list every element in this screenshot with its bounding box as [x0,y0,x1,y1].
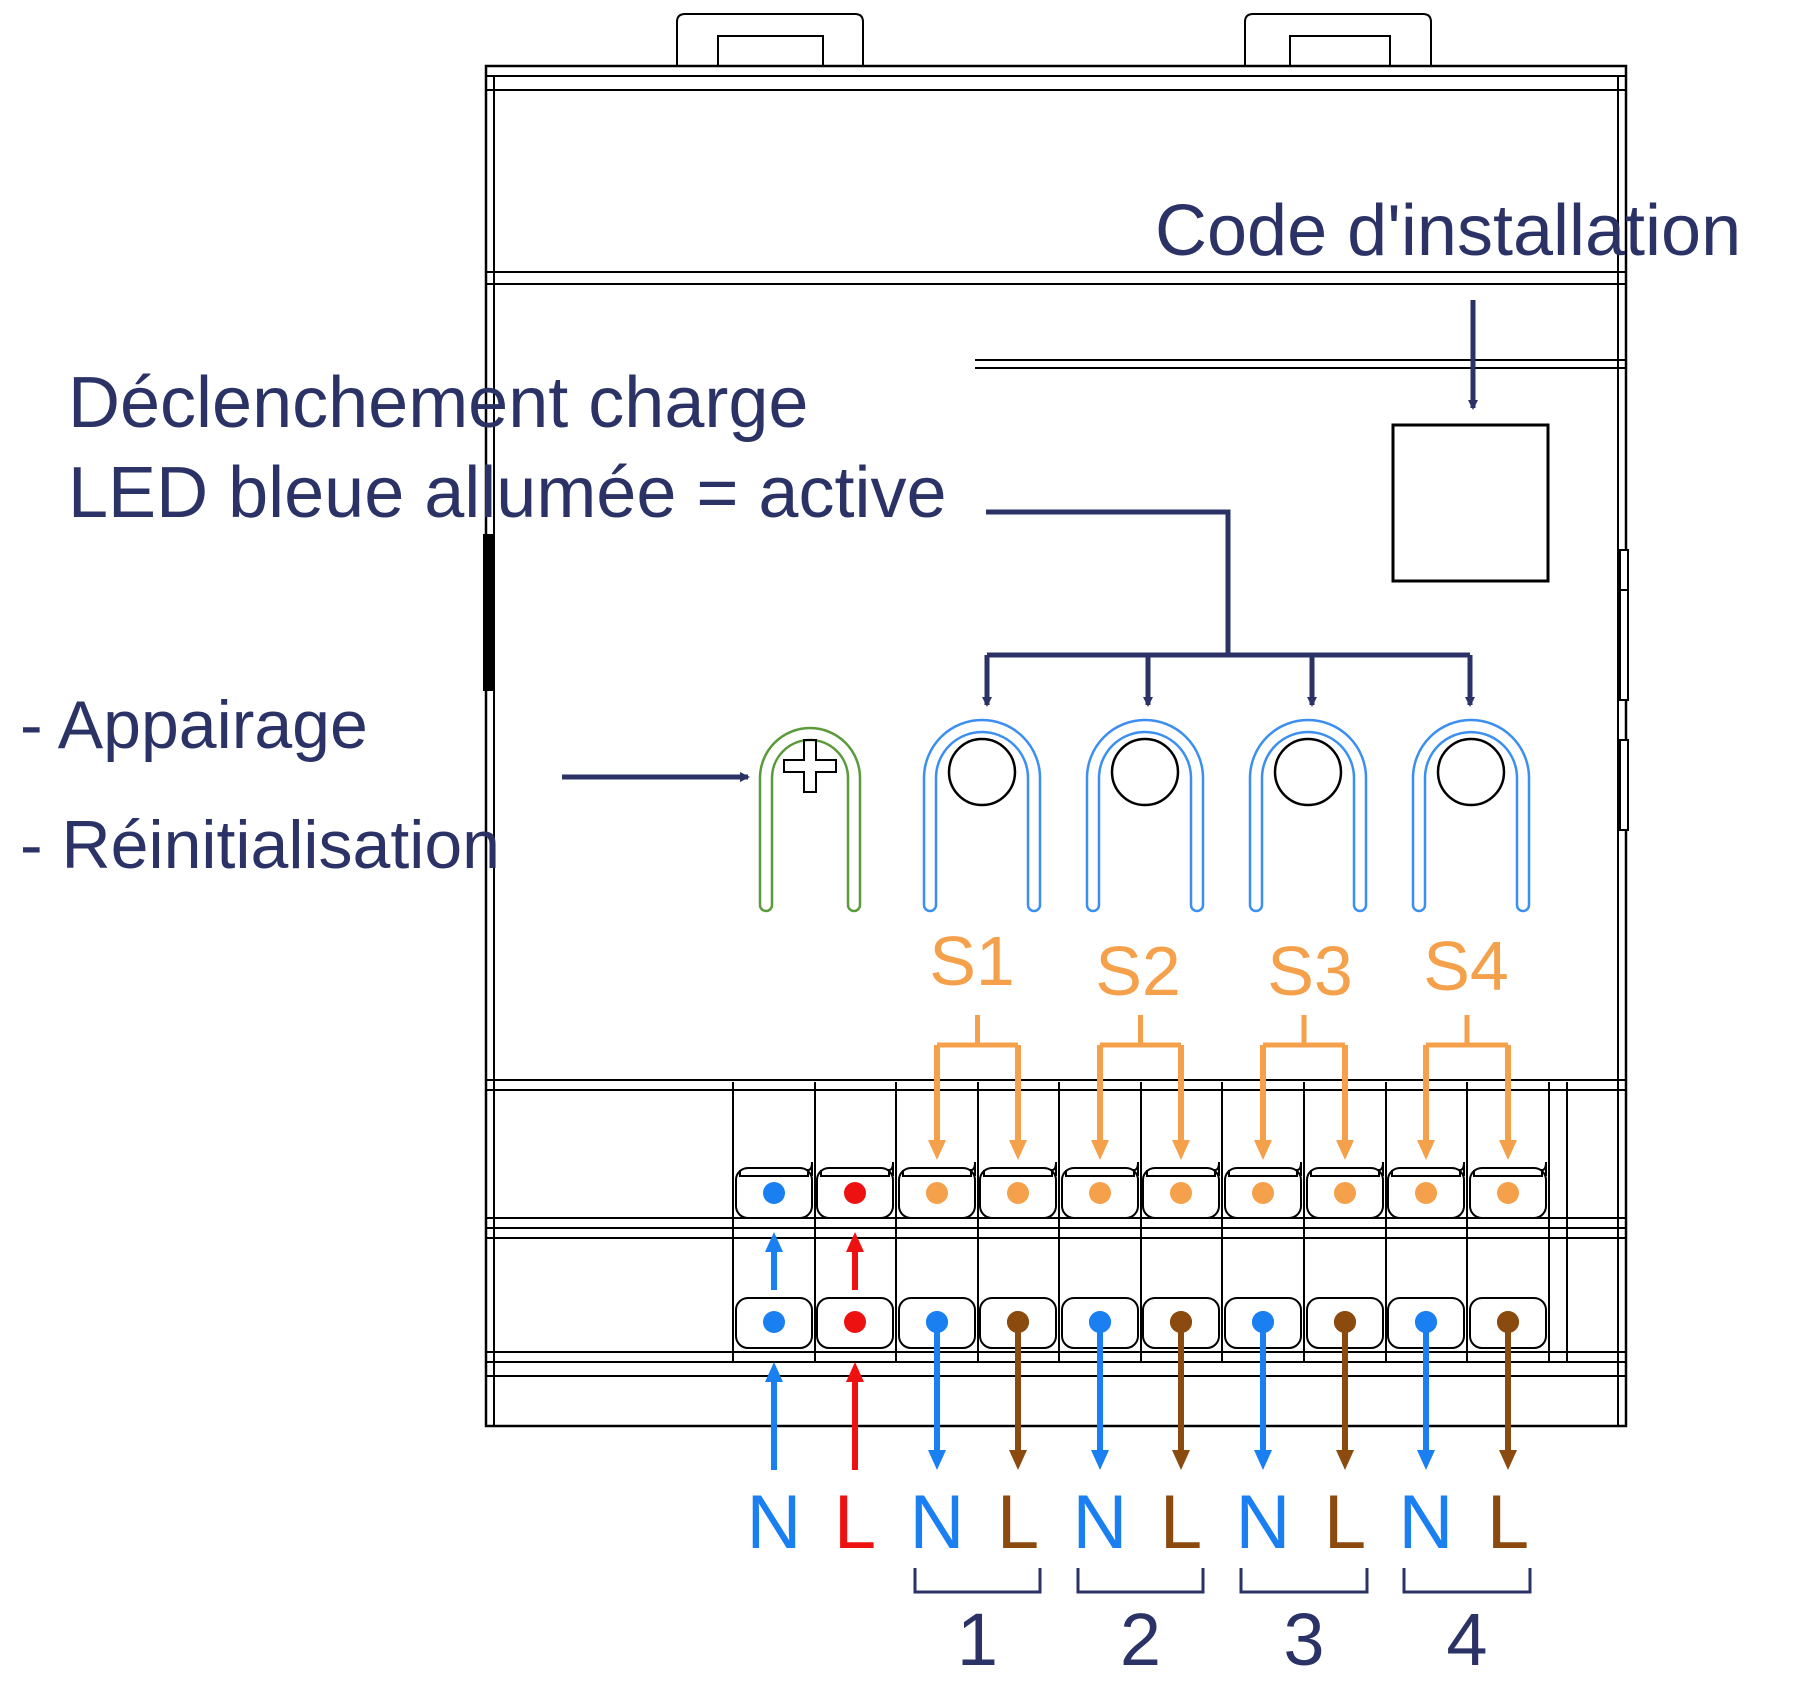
output-wiring-s2 [1100,1015,1181,1048]
terminal-dot-top [1252,1182,1274,1204]
terminal-screw-top [1469,1167,1547,1219]
trigger-leader-line [986,509,1231,655]
trigger-label-line1: Déclenchement charge [68,363,808,443]
terminal-row-top [735,1162,1547,1219]
terminal-label-n: N [747,1480,802,1565]
output-wiring-s1 [937,1015,1018,1048]
output-arrow [1336,1045,1354,1160]
group-bracket-3 [1239,1568,1369,1594]
load-arrow-l [1336,1322,1354,1470]
terminal-screw-top [1306,1167,1384,1219]
terminal-screw-top [1387,1167,1465,1219]
terminal-dot-top [844,1182,866,1204]
group-number-4: 4 [1446,1598,1487,1681]
led-button-icon [947,737,1017,807]
terminal-dot-top [763,1182,785,1204]
output-wiring-s4 [1426,1015,1508,1048]
load-arrow-n [928,1322,946,1470]
pairing-label: - Appairage [20,687,368,763]
output-label-s3: S3 [1267,932,1353,1010]
terminal-label-n: N [1399,1480,1454,1565]
supply-l-arrow [846,1362,864,1470]
output-label-s4: S4 [1423,927,1509,1005]
terminal-screw-top [816,1167,894,1219]
terminal-screw-bottom [735,1297,813,1349]
terminal-screw-top [1061,1167,1139,1219]
top-clip-left-slot [717,35,824,67]
load-arrow-l [1172,1322,1190,1470]
group-bracket-1 [913,1568,1042,1594]
output-arrow [1499,1045,1517,1160]
installation-code-label: Code d'installation [1155,191,1741,271]
load-arrow-l [1499,1322,1517,1470]
terminal-dot-top [1497,1182,1519,1204]
terminal-dot-top [1415,1182,1437,1204]
side-slot-left [483,534,493,691]
terminal-screw-top [1224,1167,1302,1219]
device-housing [483,13,1629,1428]
output-led-button-2[interactable] [1085,718,1205,913]
terminal-label-n: N [1073,1480,1128,1565]
annotation-lines [562,300,1478,782]
terminal-screw-top [735,1167,813,1219]
terminal-dot-bottom [763,1311,785,1333]
group-number-2: 2 [1120,1598,1161,1681]
installation-code-box [1391,423,1550,583]
output-led-button-3[interactable] [1248,718,1368,913]
terminal-label-n: N [910,1480,965,1565]
pairing-button[interactable] [758,726,862,913]
terminal-dividers [732,1082,1568,1362]
terminal-dot-bottom [844,1311,866,1333]
output-wiring-s3 [1263,1015,1345,1048]
terminal-label-l: L [834,1480,876,1565]
trigger-label-line2: LED bleue allumée = active [68,453,947,533]
group-bracket-4 [1402,1568,1532,1594]
output-label-s1: S1 [929,922,1015,1000]
terminal-label-l: L [997,1480,1039,1565]
group-bracket-2 [1076,1568,1205,1594]
terminal-screw-top [1142,1167,1220,1219]
load-arrow-l [1009,1322,1027,1470]
led-button-icon [1273,737,1343,807]
supply-n-arrow [765,1362,783,1470]
top-clip-right [1244,13,1432,66]
output-led-button-1[interactable] [922,718,1042,913]
cross-screw-icon [783,739,837,793]
top-clip-left [676,13,864,66]
output-arrow [1254,1045,1272,1160]
terminal-label-n: N [1236,1480,1291,1565]
group-number-1: 1 [957,1598,998,1681]
load-arrow-n [1417,1322,1435,1470]
output-label-s2: S2 [1095,932,1181,1010]
load-arrow-n [1254,1322,1272,1470]
output-arrow [1172,1045,1190,1160]
terminal-label-l: L [1160,1480,1202,1565]
terminal-screw-top [898,1167,976,1219]
top-clip-right-slot [1289,35,1391,67]
terminal-screw-bottom [816,1297,894,1349]
load-arrow-n [1091,1322,1109,1470]
supply-l-arrow-upper [846,1232,864,1290]
output-led-button-4[interactable] [1411,718,1531,913]
terminal-dot-top [1170,1182,1192,1204]
terminal-label-l: L [1324,1480,1366,1565]
output-arrow [1009,1045,1027,1160]
led-button-icon [1436,737,1506,807]
output-arrow [1091,1045,1109,1160]
terminal-dot-top [1089,1182,1111,1204]
led-button-icon [1110,737,1180,807]
terminal-dot-top [1334,1182,1356,1204]
terminal-screw-top [979,1167,1057,1219]
group-number-3: 3 [1283,1598,1324,1681]
output-arrow [1417,1045,1435,1160]
reset-label: - Réinitialisation [20,807,500,883]
supply-n-arrow-upper [765,1232,783,1290]
output-arrow [928,1045,946,1160]
terminal-dot-top [1007,1182,1029,1204]
terminal-label-l: L [1487,1480,1529,1565]
terminal-dot-top [926,1182,948,1204]
